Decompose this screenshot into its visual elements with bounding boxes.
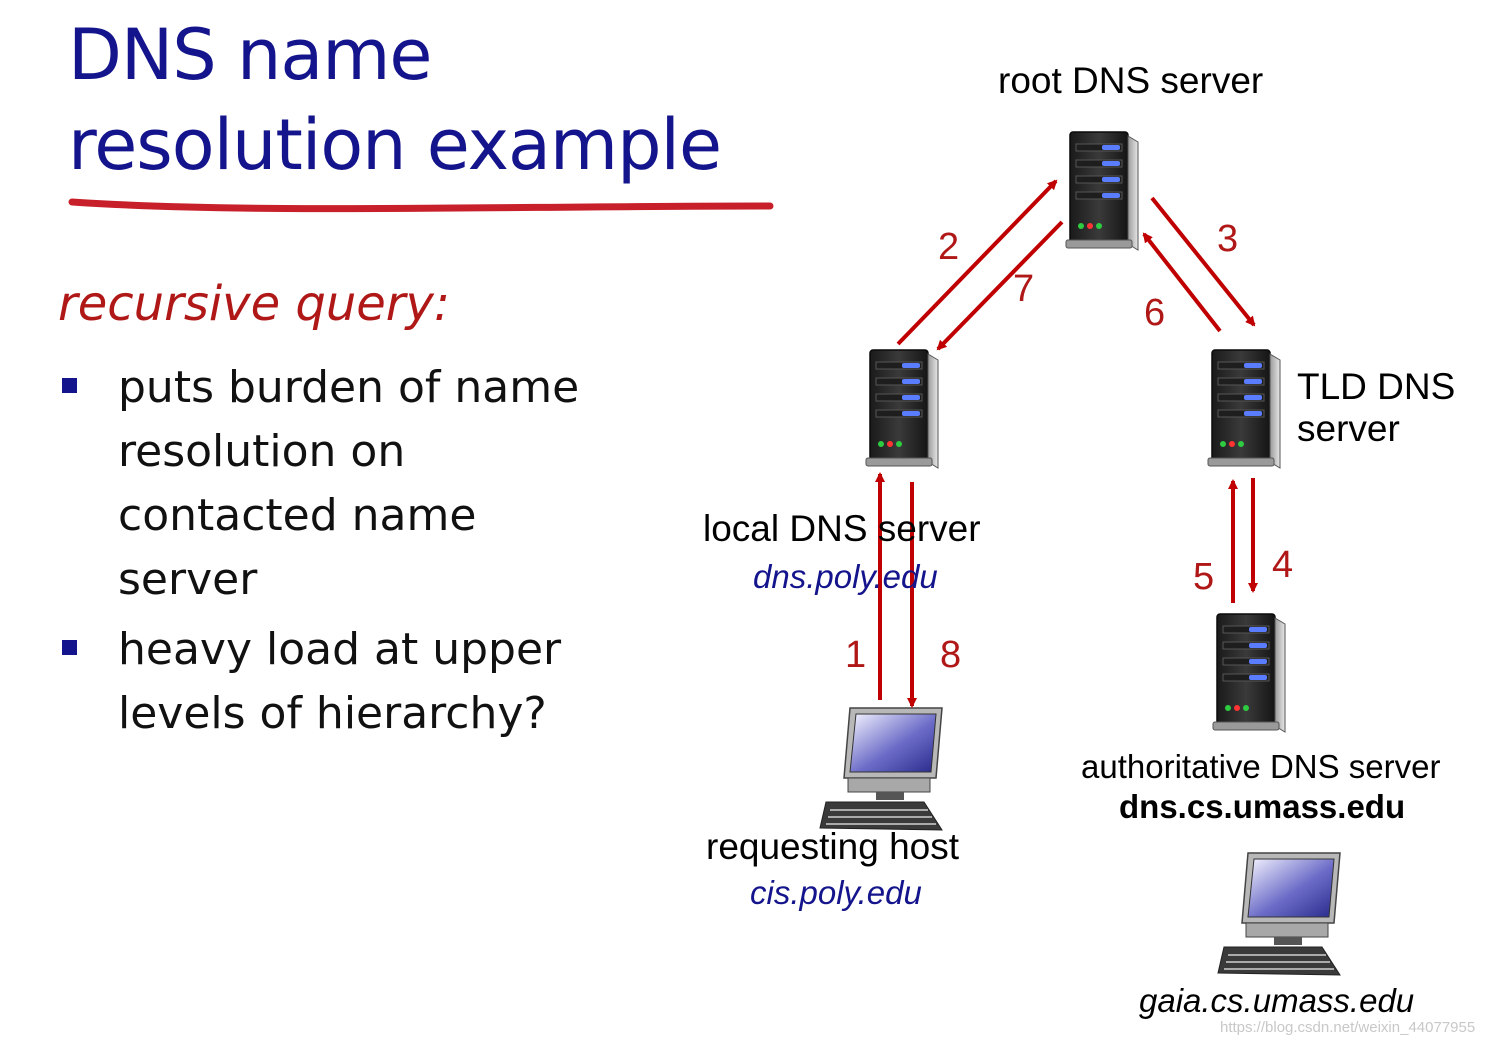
step-number: 8 — [940, 634, 962, 676]
local-server-icon — [865, 349, 939, 469]
arrow-step-2 — [896, 179, 1058, 346]
step-number: 2 — [938, 226, 960, 268]
step-number: 7 — [1013, 268, 1035, 310]
requesting-host-name: cis.poly.edu — [750, 874, 922, 911]
arrow-step-6 — [1142, 232, 1222, 333]
bullet-text: heavy load at upper levels of hierarchy? — [118, 624, 562, 739]
requesting-host-icon — [819, 707, 943, 831]
local-server-label: local DNS server — [703, 508, 981, 549]
bullet-marker — [62, 378, 77, 393]
title-underline — [68, 198, 774, 213]
bullet-marker — [62, 640, 77, 655]
bullet-item: puts burden of name resolution on contac… — [60, 356, 620, 612]
step-number: 1 — [845, 634, 867, 676]
tld-server-label-line-1: TLD DNS — [1297, 366, 1456, 407]
arrow-step-7 — [936, 220, 1064, 351]
step-number: 4 — [1272, 544, 1294, 586]
page-title: DNS name resolution example — [68, 10, 722, 190]
arrow-step-3 — [1150, 196, 1256, 327]
step-number: 3 — [1217, 218, 1239, 260]
bullet-text: puts burden of name resolution on contac… — [118, 362, 580, 605]
title-line-1: DNS name — [68, 14, 432, 96]
authoritative-server-host: dns.cs.umass.edu — [1119, 788, 1406, 825]
target-host-name: gaia.cs.umass.edu — [1139, 982, 1415, 1019]
tld-server-icon — [1207, 349, 1281, 469]
bullet-item: heavy load at upper levels of hierarchy? — [60, 618, 620, 746]
tld-server-label-line-2: server — [1297, 408, 1400, 449]
title-line-2: resolution example — [68, 104, 722, 186]
authoritative-server-icon — [1212, 613, 1286, 733]
step-number: 6 — [1144, 292, 1166, 334]
subtitle: recursive query: — [58, 276, 451, 332]
requesting-host-label: requesting host — [706, 826, 960, 867]
bullet-list: puts burden of name resolution on contac… — [60, 356, 620, 752]
watermark: https://blog.csdn.net/weixin_44077955 — [1220, 1019, 1476, 1036]
target-host-icon — [1217, 852, 1341, 976]
local-server-host: dns.poly.edu — [753, 558, 938, 595]
authoritative-server-label: authoritative DNS server — [1081, 748, 1441, 785]
root-server-label: root DNS server — [998, 60, 1264, 101]
step-number: 5 — [1193, 556, 1215, 598]
root-server-icon — [1065, 131, 1139, 251]
